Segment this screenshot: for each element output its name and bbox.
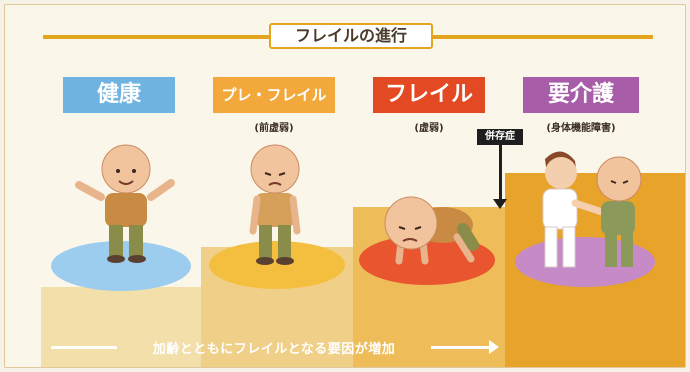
diagram-title: フレイルの進行: [269, 23, 433, 49]
stage-label-care-needed: 要介護: [523, 77, 639, 113]
healthy-elder-figure: [75, 144, 175, 263]
progress-line-left: [51, 346, 117, 349]
progression-caption: 加齢とともにフレイルとなる要因が増加: [152, 342, 396, 357]
stage-sub-care-needed: (身体機能障害): [546, 123, 616, 134]
pre-frail-floor-ellipse: [209, 241, 345, 289]
diagram-frame: フレイルの進行 健康 プレ・フレイル フレイル 要介護 (前虚弱) (虚弱) (…: [4, 4, 686, 368]
comorbidity-label: 併存症: [477, 129, 523, 145]
step-healthy: [41, 287, 201, 367]
stage-sub-frail: (虚弱): [414, 123, 444, 134]
title-rule-right: [433, 35, 653, 39]
title-rule-left: [43, 35, 269, 39]
arrow-down-icon: [493, 199, 507, 209]
pre-frail-elder-figure: [249, 144, 301, 265]
frail-elder-figure: [384, 196, 479, 265]
progress-line-right: [431, 346, 491, 349]
care-needed-figures: [542, 151, 642, 268]
stage-label-pre-frail: プレ・フレイル: [213, 77, 335, 113]
arrow-right-icon: [489, 340, 499, 354]
comorbidity-arrow-shaft: [499, 145, 502, 203]
stage-label-frail: フレイル: [373, 77, 485, 113]
stage-sub-pre-frail: (前虚弱): [254, 123, 294, 134]
stage-label-healthy: 健康: [63, 77, 175, 113]
